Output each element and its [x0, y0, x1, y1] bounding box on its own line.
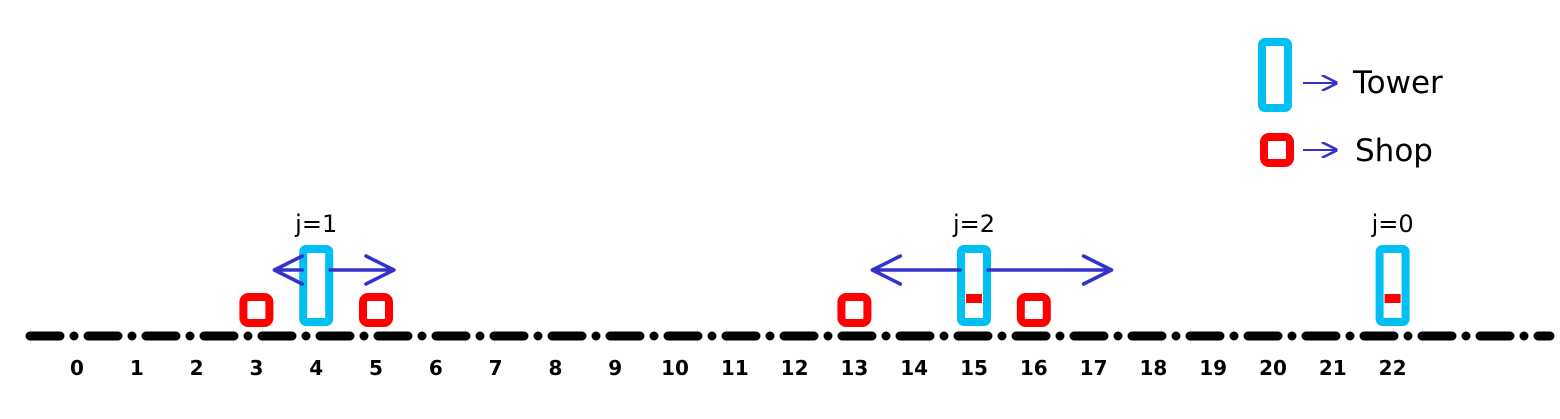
- shop-marker: [1016, 293, 1051, 327]
- shop-marker: [239, 293, 274, 327]
- legend-tower-icon: [1258, 38, 1292, 112]
- tick-label: 6: [429, 356, 443, 380]
- tick-label: 3: [249, 356, 263, 380]
- tick-label: 19: [1199, 356, 1227, 380]
- tick-label: 9: [608, 356, 622, 380]
- tower-label: j=2: [952, 210, 995, 238]
- shops-group: [239, 293, 1051, 327]
- tick-label: 5: [369, 356, 383, 380]
- legend: Tower Shop: [1258, 38, 1443, 169]
- tick-label: 12: [781, 356, 809, 380]
- tick-label: 10: [661, 356, 689, 380]
- range-arrow-right: [328, 254, 396, 286]
- tower-label: j=0: [1371, 210, 1414, 238]
- tick-label: 16: [1020, 356, 1048, 380]
- tick-label: 18: [1139, 356, 1167, 380]
- range-arrow-left: [272, 254, 305, 286]
- tick-label: 22: [1379, 356, 1407, 380]
- tower: j=1: [272, 210, 396, 326]
- shop-marker: [837, 293, 872, 327]
- shop-marker: [359, 293, 393, 327]
- tick-label: 2: [190, 356, 204, 380]
- tower: j=2: [870, 210, 1114, 326]
- range-arrow-right: [986, 254, 1114, 286]
- tick-label: 7: [489, 356, 503, 380]
- tick-label: 15: [960, 356, 988, 380]
- tick-label: 4: [309, 356, 323, 380]
- tower-marker: [957, 245, 991, 326]
- legend-shop-label: Shop: [1355, 133, 1433, 169]
- tower-label: j=1: [294, 210, 337, 238]
- legend-shop-icon: [1260, 133, 1294, 167]
- tower-coverage-mark: [1384, 294, 1401, 303]
- tick-label: 17: [1080, 356, 1108, 380]
- tower: j=0: [1371, 210, 1414, 326]
- legend-tower-label: Tower: [1352, 65, 1443, 101]
- tick-label: 0: [70, 356, 84, 380]
- tick-label: 20: [1259, 356, 1287, 380]
- tick-label: 1: [130, 356, 144, 380]
- tick-label: 8: [548, 356, 562, 380]
- towers-group: j=1 j=2 j=0: [272, 210, 1414, 326]
- tower-coverage-mark: [966, 294, 982, 303]
- tower-marker: [299, 245, 334, 326]
- tick-label: 13: [840, 356, 868, 380]
- tower-marker: [1375, 245, 1410, 326]
- tick-label: 11: [721, 356, 749, 380]
- range-arrow-left: [870, 254, 962, 286]
- tick-label: 21: [1319, 356, 1347, 380]
- tick-label: 14: [900, 356, 928, 380]
